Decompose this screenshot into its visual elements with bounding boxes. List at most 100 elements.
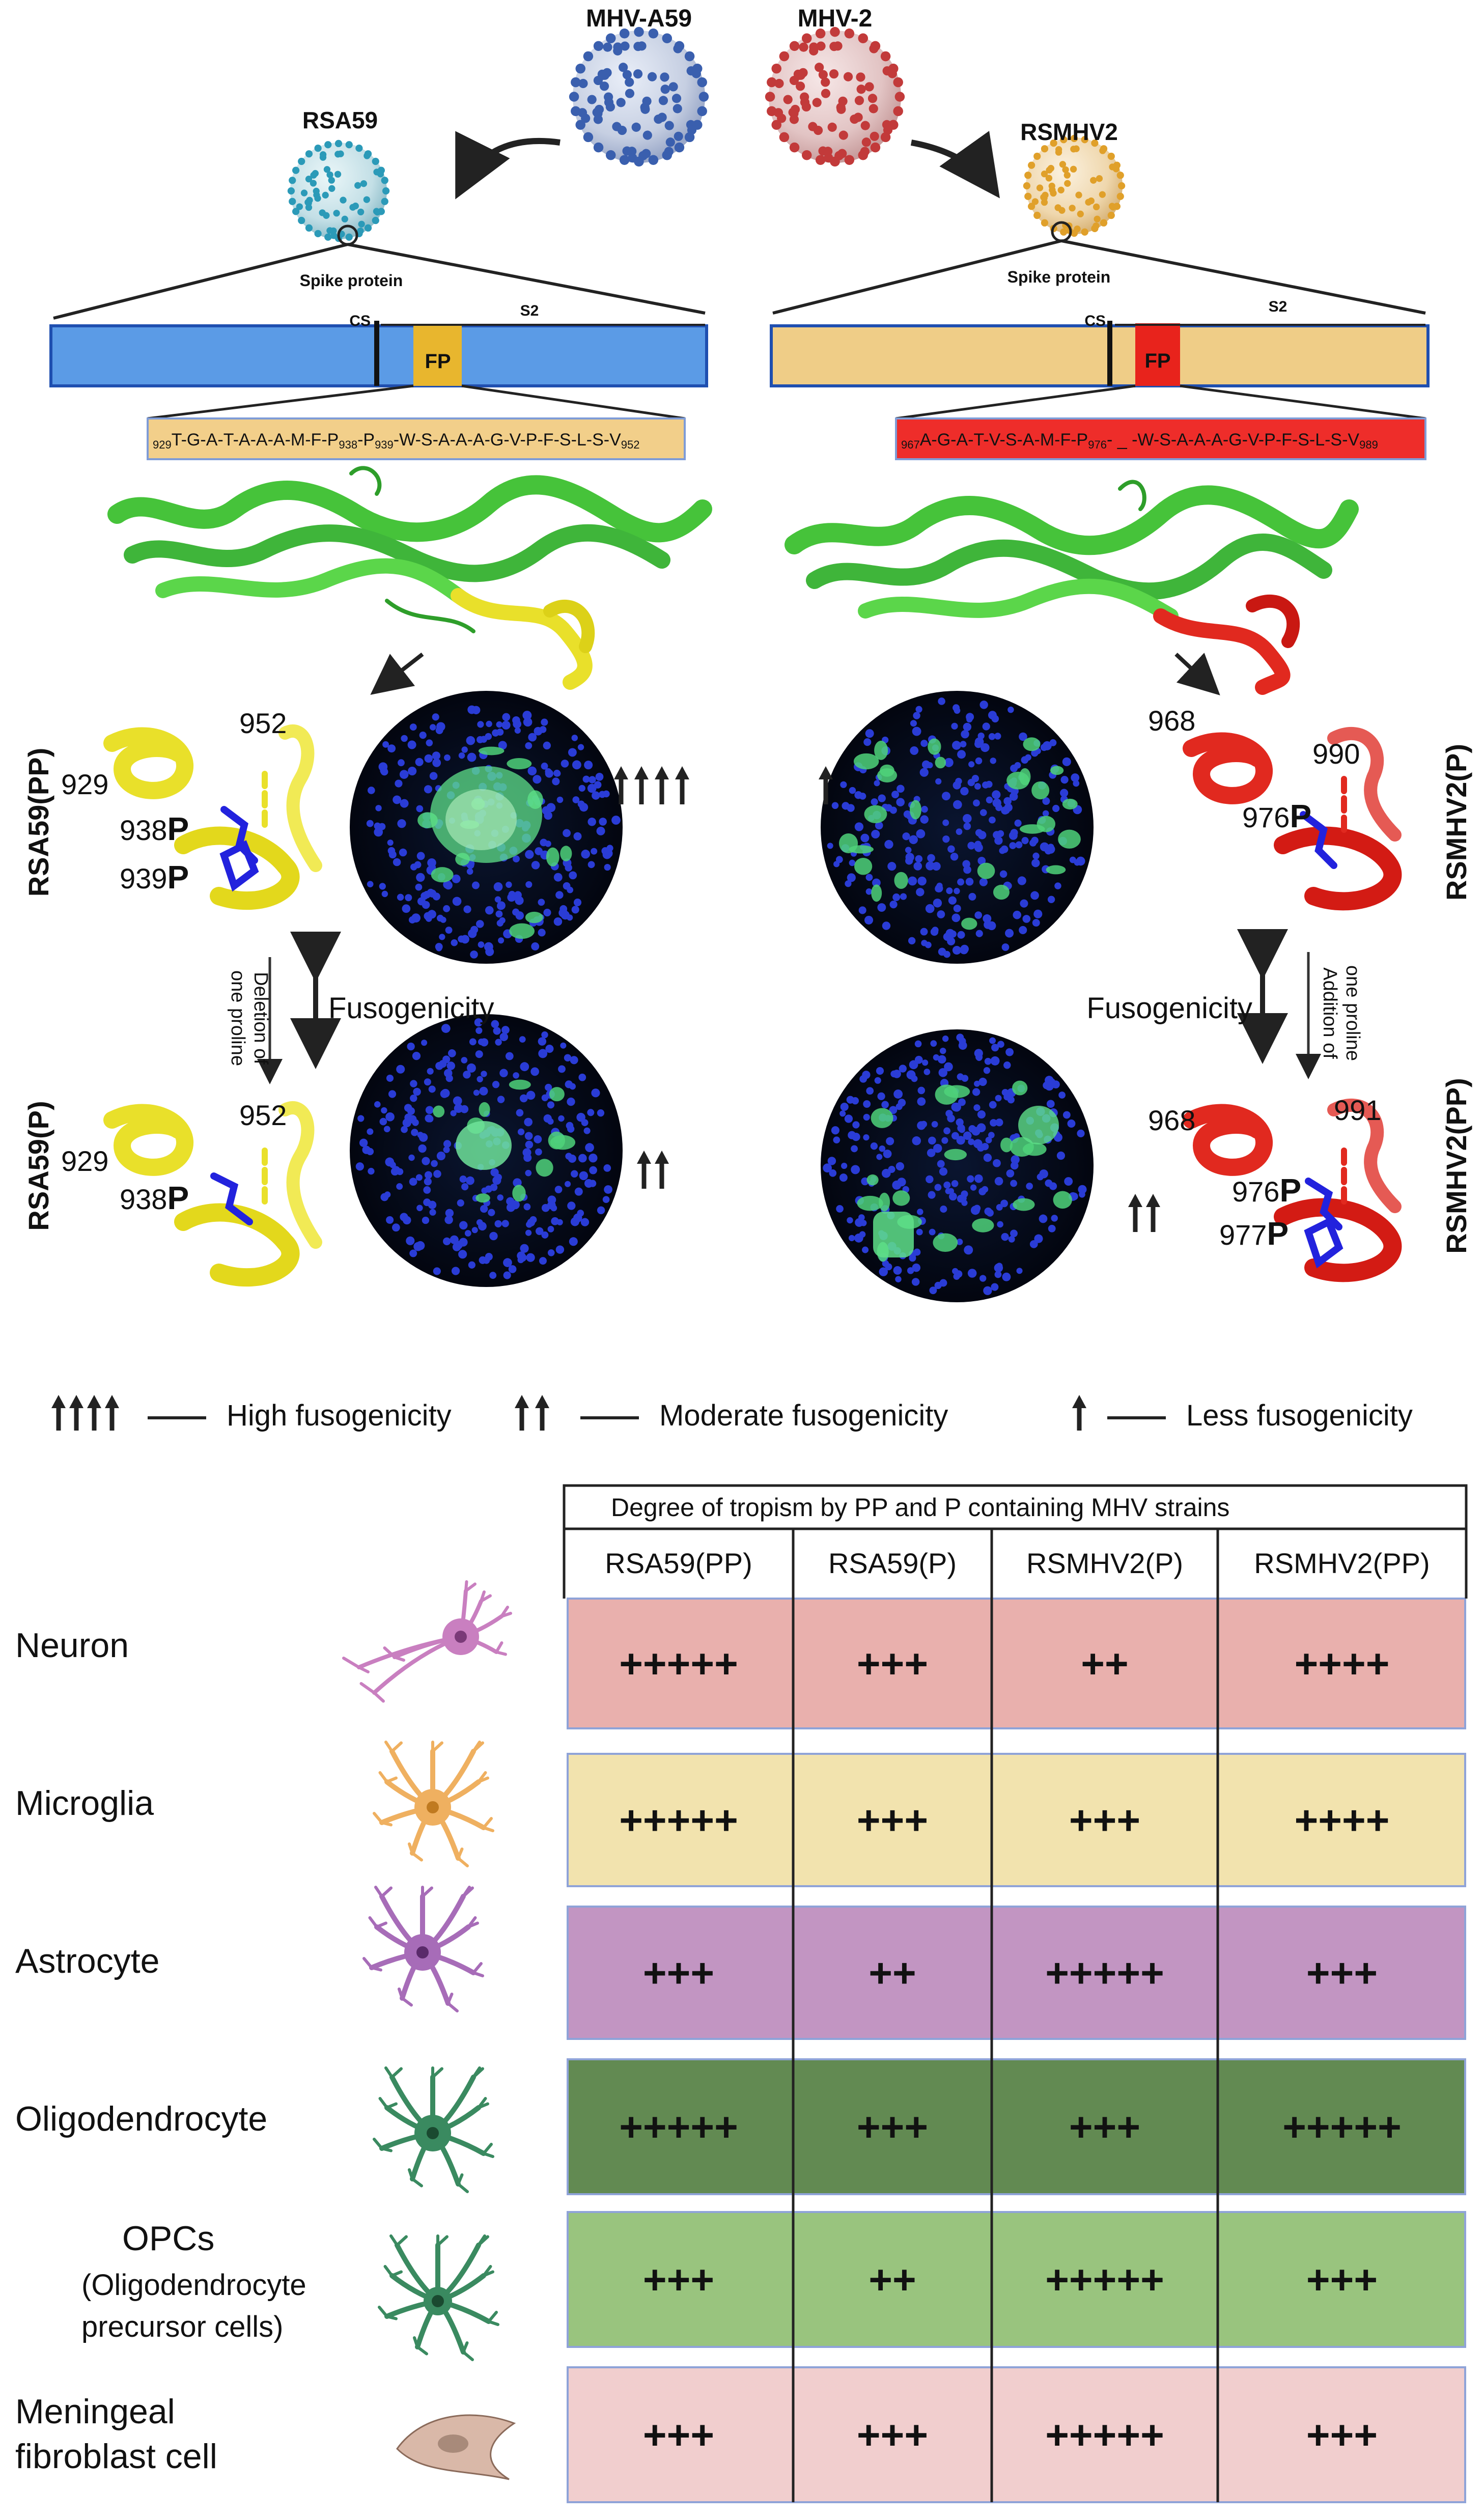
cell-type-sublabel: precursor cells) (81, 2310, 283, 2343)
rsa59-pp-name: RSA59(PP) (22, 748, 54, 897)
helix-rsmhv2-pp (1183, 1098, 1402, 1282)
table-column-header: RSA59(PP) (605, 1547, 752, 1579)
deletion-label-2: one proline (227, 970, 248, 1066)
neuron-icon (342, 1580, 512, 1703)
left-spike-bar (49, 321, 708, 387)
rsa59-pp-p938: 938P (120, 810, 189, 847)
tropism-value: ++ (869, 2257, 916, 2303)
rsmhv2-p-p976: 976P (1242, 798, 1311, 834)
legend-less: Less fusogenicity (1186, 1399, 1413, 1432)
tropism-value: +++ (857, 1641, 928, 1687)
rsmhv2-pp-p977: 977P (1219, 1215, 1289, 1252)
cell-type-label: Astrocyte (15, 1942, 159, 1980)
tropism-value: +++ (1069, 2105, 1140, 2150)
right-fusogenicity-label: Fusogenicity (1086, 992, 1252, 1025)
left-spike-protein-label: Spike protein (300, 271, 403, 290)
rsa59-virus (287, 139, 390, 246)
tropism-value: +++ (643, 2257, 714, 2303)
left-protein-structure (107, 466, 712, 690)
table-row (567, 1906, 1466, 2040)
right-fp-sequence: 967A-G-A-T-V-S-A-M-F-P976- _ -W-S-A-A-A-… (901, 430, 1378, 451)
tropism-value: ++ (869, 1950, 916, 1996)
left-fp-sequence: 929T-G-A-T-A-A-A-M-F-P938-P939-W-S-A-A-A… (153, 430, 640, 451)
opc-icon (378, 2234, 499, 2361)
right-fp-sequence-box (895, 417, 1426, 460)
arrow-to-rsa59 (455, 131, 561, 200)
table-header: Degree of tropism by PP and P containing… (611, 1493, 1229, 1522)
tropism-value: ++++ (1295, 1798, 1390, 1843)
rsmhv2-p-num-968: 968 (1148, 705, 1195, 737)
table-row (567, 2058, 1466, 2195)
table-column-header: RSMHV2(P) (1026, 1547, 1183, 1579)
tropism-value: +++++ (619, 1641, 738, 1687)
tropism-value: +++++ (1282, 2105, 1402, 2150)
mhv-2-virus (765, 26, 905, 167)
tropism-value: +++++ (1045, 2257, 1164, 2303)
right-s2-label: S2 (1269, 298, 1287, 315)
left-fusogenicity-label: Fusogenicity (328, 992, 494, 1025)
cell-type-label: Microglia (15, 1784, 154, 1823)
cell-type-label: Neuron (15, 1626, 129, 1665)
right-spike-bar (770, 321, 1430, 387)
tropism-table: Degree of tropism by PP and P containing… (15, 1484, 1468, 2503)
table-column-header: RSA59(P) (828, 1547, 957, 1579)
micrograph-rsmhv2-p (821, 691, 1094, 964)
tropism-value: +++++ (619, 2105, 738, 2150)
left-cs-label: CS (349, 313, 371, 329)
rsmhv2-pp-name: RSMHV2(PP) (1440, 1078, 1472, 1253)
tropism-value: +++ (1306, 2257, 1378, 2303)
right-cs-label: CS (1084, 313, 1106, 329)
tropism-value: +++++ (1045, 2413, 1164, 2458)
oligodendrocyte-icon (373, 2066, 494, 2193)
left-fp-sequence-box (147, 417, 686, 460)
cell-type-sublabel: (Oligodendrocyte (81, 2269, 306, 2302)
tropism-value: +++++ (619, 1798, 738, 1843)
rsmhv2-pp-num-968: 968 (1148, 1104, 1195, 1136)
table-row (567, 2366, 1466, 2503)
fibroblast-icon (396, 2414, 516, 2480)
micrograph-rsa59-pp (350, 691, 623, 964)
tropism-value: +++++ (1045, 1950, 1164, 1996)
deletion-label-1: Deletion of (250, 972, 271, 1065)
tropism-value: ++ (1081, 1641, 1128, 1687)
cell-type-label: Oligodendrocyte (15, 2100, 267, 2138)
helix-rsa59-p (103, 1101, 322, 1287)
table-column-header: RSMHV2(PP) (1254, 1547, 1430, 1579)
tropism-value: ++++ (1295, 1641, 1390, 1687)
rsmhv2-p-name: RSMHV2(P) (1440, 744, 1472, 901)
rsa59-p-name: RSA59(P) (22, 1101, 54, 1230)
right-protein-structure (785, 480, 1359, 695)
tropism-value: +++ (857, 2413, 928, 2458)
tropism-value: +++ (1306, 1950, 1378, 1996)
rsa59-p-num-929: 929 (61, 1145, 108, 1177)
mhv-a59-virus (569, 26, 709, 167)
table-row (567, 1753, 1466, 1887)
rsa59-pp-p939: 939P (120, 859, 189, 895)
mhv-a59-label: MHV-A59 (586, 5, 692, 32)
right-spike-protein-label: Spike protein (1007, 268, 1111, 286)
addition-label-2: one proline (1342, 965, 1363, 1061)
arrow-to-rsmhv2 (910, 131, 1000, 199)
micrograph-rsa59-p (350, 1014, 623, 1287)
mhv-2-label: MHV-2 (798, 5, 873, 32)
rsa59-virus-label: RSA59 (302, 107, 378, 133)
tropism-value: +++ (857, 1798, 928, 1843)
helix-rsa59-pp (103, 724, 322, 910)
tropism-value: +++ (643, 1950, 714, 1996)
microglia-icon (373, 1741, 494, 1867)
rsa59-p-p938: 938P (120, 1180, 189, 1216)
rsa59-pp-num-929: 929 (61, 768, 108, 800)
rsmhv2-pp-num-991: 991 (1334, 1094, 1381, 1126)
table-row (567, 2211, 1466, 2348)
rsmhv2-p-num-990: 990 (1312, 738, 1360, 770)
addition-label-1: Addition of (1319, 967, 1340, 1059)
right-fp-label: FP (1144, 350, 1170, 372)
astrocyte-icon (362, 1886, 484, 2012)
legend-moderate: Moderate fusogenicity (659, 1399, 948, 1432)
tropism-value: +++ (643, 2413, 714, 2458)
micrograph-rsmhv2-pp (821, 1029, 1094, 1302)
cell-type-label: OPCs (122, 2219, 214, 2258)
rsa59-pp-num-952: 952 (239, 707, 287, 739)
rsa59-p-num-952: 952 (239, 1099, 287, 1131)
